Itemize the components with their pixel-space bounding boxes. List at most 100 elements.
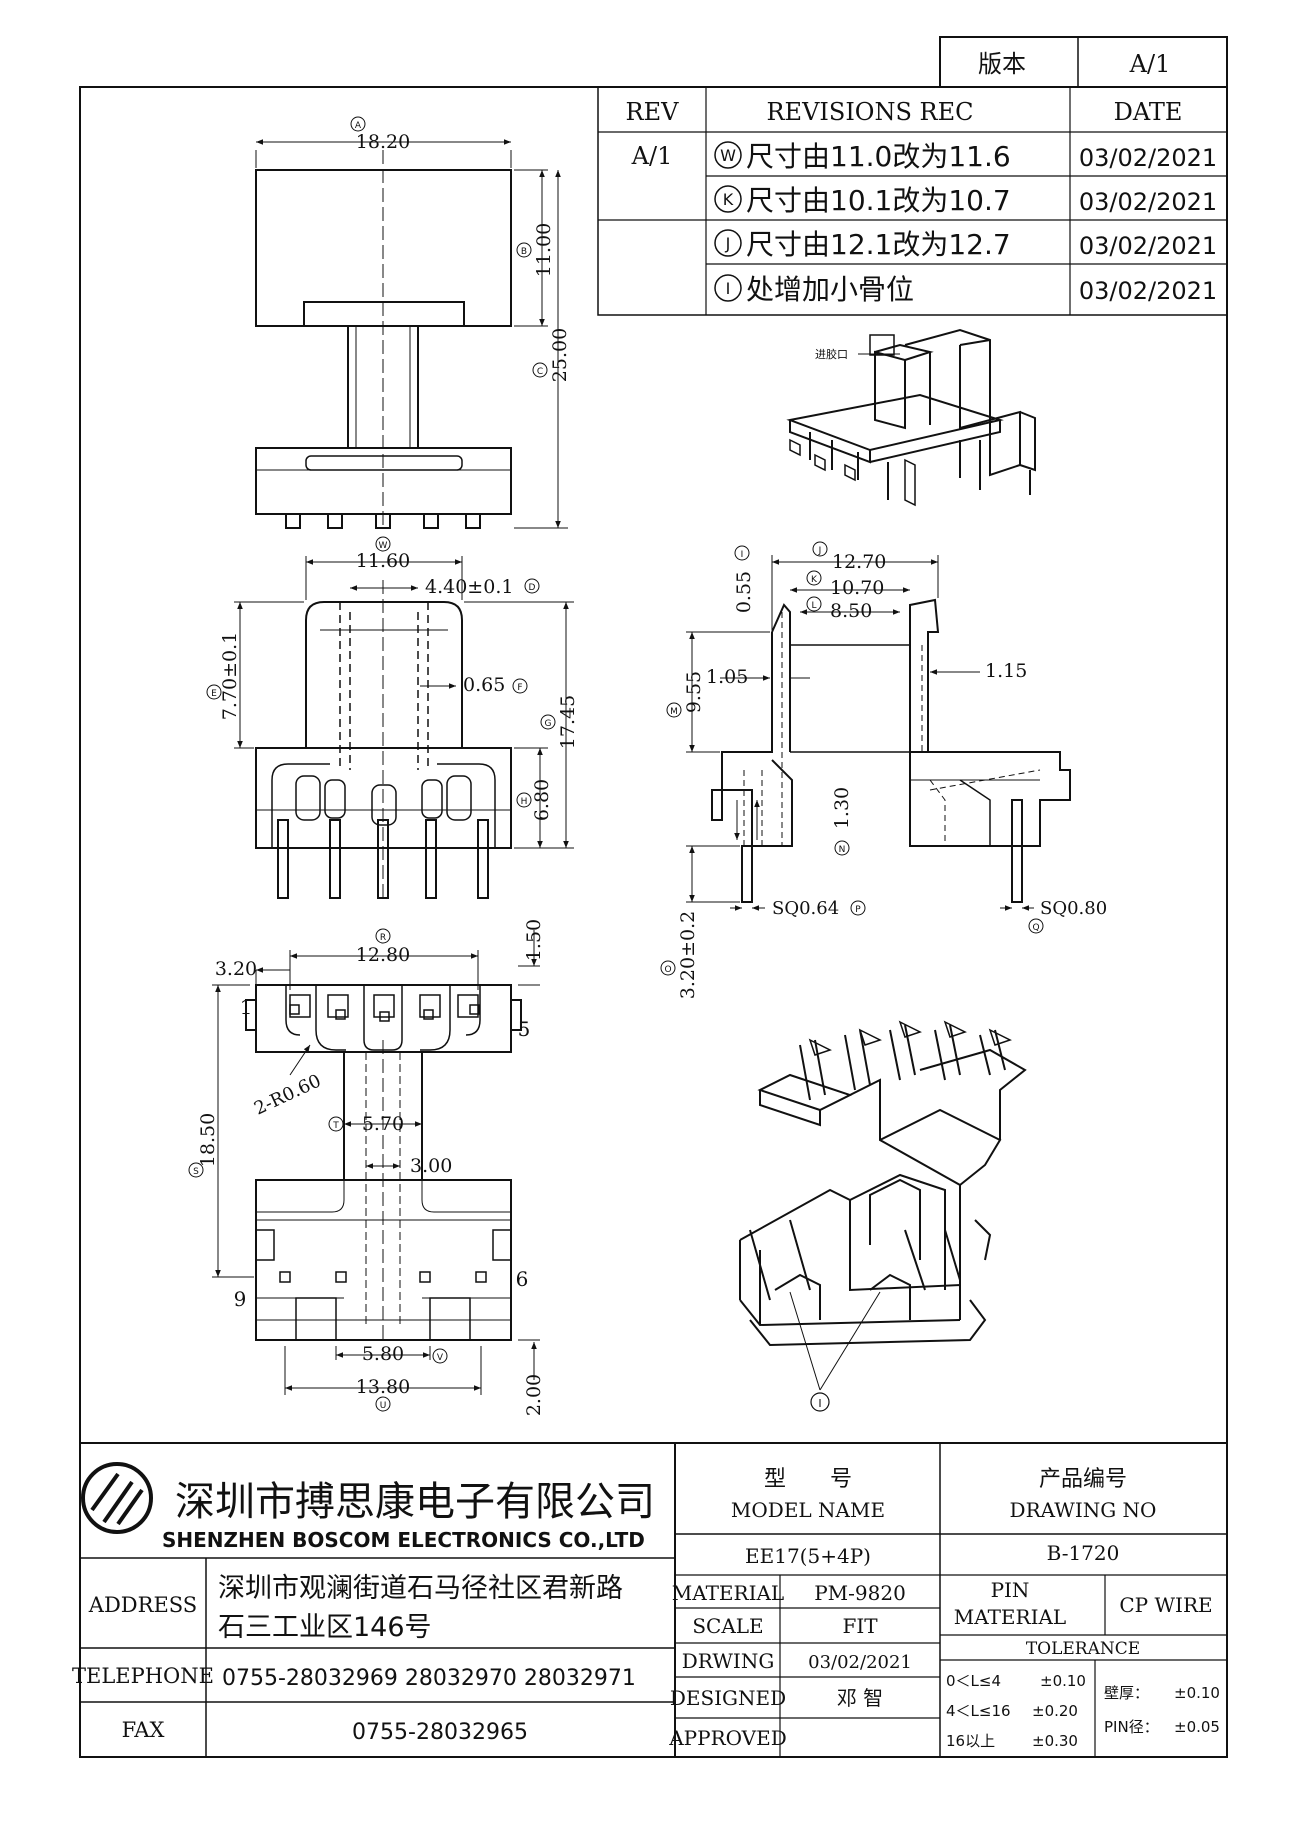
revision-text: 处增加小骨位 [746, 273, 914, 306]
dim-front-wall: 0.65 [463, 674, 505, 696]
title-block: 深圳市搏思康电子有限公司 SHENZHEN BOSCOM ELECTRONICS… [72, 1442, 1227, 1757]
drawing-label-en: DRAWING NO [1010, 1498, 1157, 1522]
dim-mark: T [332, 1121, 339, 1131]
revision-marker: I [726, 279, 731, 298]
pin-number-1: 1 [240, 995, 253, 1019]
pin-number-9: 9 [234, 1287, 247, 1311]
address-label: ADDRESS [88, 1593, 197, 1617]
telephone-label: TELEPHONE [72, 1664, 214, 1688]
company-logo [81, 1462, 153, 1534]
dim-top-h2: 25.00 [549, 328, 571, 382]
pin-tolerance-value: ±0.05 [1174, 1718, 1220, 1736]
dim-mark: N [839, 845, 846, 855]
revision-row: I 处增加小骨位 03/02/2021 [714, 273, 1217, 306]
revision-text: 尺寸由10.1改为10.7 [746, 184, 1011, 217]
top-view: A 18.20 B 11.00 C 25.00 [255, 116, 571, 529]
company-name-cn: 深圳市搏思康电子有限公司 [175, 1479, 655, 1525]
pin-material-value: CP WIRE [1119, 1593, 1212, 1617]
dim-mark: U [380, 1401, 387, 1411]
revision-date: 03/02/2021 [1079, 144, 1217, 172]
wall-tolerance-label: 壁厚： [1104, 1684, 1149, 1702]
pin-label: PIN [991, 1578, 1030, 1602]
dim-mark: Q [1032, 923, 1039, 933]
version-box: 版本 A/1 [939, 36, 1228, 88]
dim-mark: D [529, 583, 536, 593]
revision-date: 03/02/2021 [1079, 188, 1217, 216]
dim-bottom-p1: 5.80 [362, 1343, 404, 1365]
pin-tolerance-label: PIN径： [1104, 1718, 1159, 1736]
dim-side-w1: 12.70 [832, 551, 886, 573]
dim-mark: C [537, 367, 543, 377]
revision-text: 尺寸由11.0改为11.6 [746, 140, 1011, 173]
revision-marker: K [723, 190, 734, 209]
dim-side-sq-left: SQ0.64 [772, 898, 839, 919]
tolerance-value: ±0.20 [1032, 1702, 1078, 1720]
rev-header: REV [626, 98, 680, 126]
scale-value: FIT [842, 1614, 878, 1638]
tolerance-value: ±0.10 [1040, 1672, 1086, 1690]
tolerance-range: 4＜L≤16 [946, 1702, 1011, 1720]
address-line1: 深圳市观澜街道石马径社区君新路 [218, 1573, 623, 1604]
material-value: PM-9820 [814, 1581, 906, 1605]
telephone-value: 0755-28032969 28032970 28032971 [222, 1666, 636, 1691]
fax-value: 0755-28032965 [352, 1720, 528, 1745]
dim-mark: K [811, 575, 818, 585]
drwing-value: 03/02/2021 [808, 1652, 912, 1673]
dim-side-w2: 10.70 [830, 577, 884, 599]
tolerance-range: 16以上 [946, 1732, 995, 1750]
model-label-cn: 型 号 [764, 1467, 852, 1492]
dim-mark: M [670, 707, 678, 717]
dim-side-sq-right: SQ0.80 [1040, 898, 1107, 919]
bottom-view: 1 5 6 9 R 12.80 3.20 1.50 2-R0.60 T 5.70… [188, 919, 545, 1416]
dim-side-pin-dia: 1.30 [831, 787, 853, 829]
dim-bottom-width: 12.80 [356, 944, 410, 966]
revision-date: 03/02/2021 [1079, 277, 1217, 305]
dim-mark: F [517, 683, 522, 693]
revision-marker: J [725, 234, 731, 253]
dim-bottom-b: 2.00 [523, 1374, 545, 1416]
wall-tolerance-value: ±0.10 [1174, 1684, 1220, 1702]
dim-front-base: 6.80 [531, 779, 553, 821]
revision-date: 03/02/2021 [1079, 232, 1217, 260]
dim-mark: H [521, 797, 528, 807]
dim-mark: P [855, 905, 861, 915]
isometric-bottom-view: I [739, 1020, 1027, 1412]
version-value: A/1 [1129, 50, 1171, 78]
revision-row: W 尺寸由11.0改为11.6 03/02/2021 [714, 140, 1217, 173]
dim-bottom-t: 1.50 [523, 919, 545, 961]
dim-mark: E [211, 689, 217, 699]
drawing-value: B-1720 [1047, 1541, 1120, 1565]
dim-front-left-h: 7.70±0.1 [219, 632, 241, 720]
dim-mark: S [193, 1167, 199, 1177]
dim-front-inner: 4.40±0.1 [425, 576, 513, 598]
dim-mark: G [545, 719, 552, 729]
front-view: W 11.60 4.40±0.1 D E 7.70±0.1 0.65 F G 1… [206, 536, 579, 899]
dim-side-w3: 8.50 [830, 600, 872, 622]
scale-label: SCALE [692, 1614, 763, 1638]
revisions-rec-header: REVISIONS REC [766, 98, 973, 126]
material-label: MATERIAL [672, 1581, 784, 1605]
date-header: DATE [1114, 98, 1183, 126]
dim-mark: I [818, 1397, 821, 1410]
tolerance-value: ±0.30 [1032, 1732, 1078, 1750]
revision-row: K 尺寸由10.1改为10.7 03/02/2021 [714, 184, 1217, 217]
dim-mark: B [521, 247, 527, 257]
fax-label: FAX [122, 1718, 165, 1742]
dim-bottom-off: 3.20 [215, 958, 257, 980]
dim-bottom-slot: 3.00 [410, 1155, 452, 1177]
designed-value: 邓 智 [837, 1686, 883, 1710]
dim-bottom-radius: 2-R0.60 [251, 1070, 324, 1119]
revisions-table: REV REVISIONS REC DATE A/1 W 尺寸由11.0改为11… [597, 86, 1228, 316]
model-value: EE17(5+4P) [745, 1544, 871, 1568]
revision-text: 尺寸由12.1改为12.7 [746, 228, 1011, 261]
rev-value: A/1 [631, 142, 673, 170]
dim-side-t-left: 1.05 [706, 666, 748, 688]
dim-mark: L [811, 601, 816, 611]
designed-label: DESIGNED [670, 1686, 786, 1710]
dim-mark: A [355, 121, 362, 131]
drawing-label-cn: 产品编号 [1039, 1467, 1127, 1492]
tolerance-label: TOLERANCE [1026, 1639, 1140, 1659]
company-name-en: SHENZHEN BOSCOM ELECTRONICS CO.,LTD [162, 1528, 645, 1552]
dim-side-pin-len: 3.20±0.2 [677, 911, 699, 999]
